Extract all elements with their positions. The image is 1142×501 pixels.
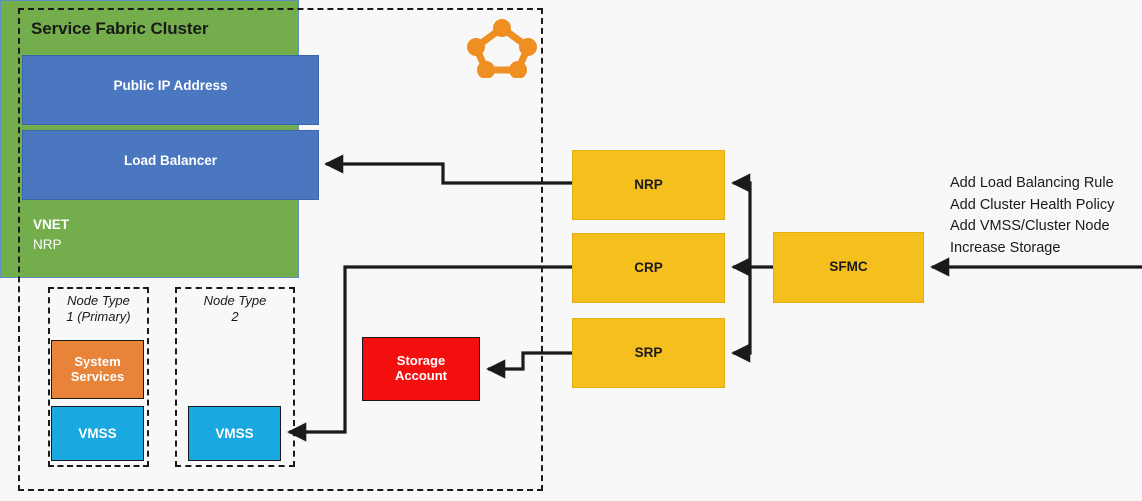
public-ip-address-label: Public IP Address bbox=[113, 78, 228, 93]
load-balancer-label: Load Balancer bbox=[123, 153, 218, 168]
crp-box[interactable]: CRP bbox=[572, 233, 725, 303]
node-type-1-boundary[interactable] bbox=[48, 287, 149, 467]
load-balancer-box[interactable]: Load Balancer bbox=[22, 130, 319, 200]
action-item: Add Load Balancing Rule bbox=[950, 175, 1114, 191]
vnet-label-group: VNET NRP bbox=[33, 215, 69, 254]
wire-sfmc-to-nrp bbox=[731, 173, 752, 267]
system-services-box[interactable]: System Services bbox=[51, 340, 144, 399]
action-item: Add Cluster Health Policy bbox=[950, 196, 1115, 213]
vnet-label: VNET bbox=[33, 217, 70, 232]
srp-box[interactable]: SRP bbox=[572, 318, 725, 388]
nrp-box[interactable]: NRP bbox=[572, 150, 725, 220]
nrp-label: NRP bbox=[634, 177, 663, 192]
vmss-box-node-type-2[interactable]: VMSS bbox=[188, 406, 281, 461]
public-ip-address-box[interactable]: Public IP Address bbox=[22, 55, 319, 125]
vnet-sublabel: NRP bbox=[33, 236, 62, 252]
action-item: Increase Storage bbox=[950, 239, 1061, 256]
service-fabric-cluster-boundary bbox=[18, 8, 543, 491]
srp-label: SRP bbox=[634, 345, 663, 360]
vmss-label: VMSS bbox=[78, 425, 117, 441]
wire-sfmc-to-srp bbox=[731, 267, 752, 363]
action-list: Add Load Balancing Rule Add Cluster Heal… bbox=[950, 173, 1114, 259]
action-item: Add VMSS/Cluster Node bbox=[950, 218, 1110, 235]
vmss-label: VMSS bbox=[215, 425, 254, 441]
storage-account-box[interactable]: Storage Account bbox=[362, 337, 480, 401]
node-type-2-label: Node Type 2 bbox=[203, 293, 267, 325]
sfmc-label: SFMC bbox=[829, 259, 868, 274]
storage-account-label: Storage Account bbox=[395, 353, 447, 383]
node-type-1-label: Node Type 1 (Primary) bbox=[66, 293, 131, 325]
crp-label: CRP bbox=[634, 260, 663, 275]
system-services-label: System Services bbox=[70, 353, 125, 384]
vmss-box-node-type-1[interactable]: VMSS bbox=[51, 406, 144, 461]
sfmc-box[interactable]: SFMC bbox=[773, 232, 924, 303]
cluster-title: Service Fabric Cluster bbox=[31, 19, 209, 38]
